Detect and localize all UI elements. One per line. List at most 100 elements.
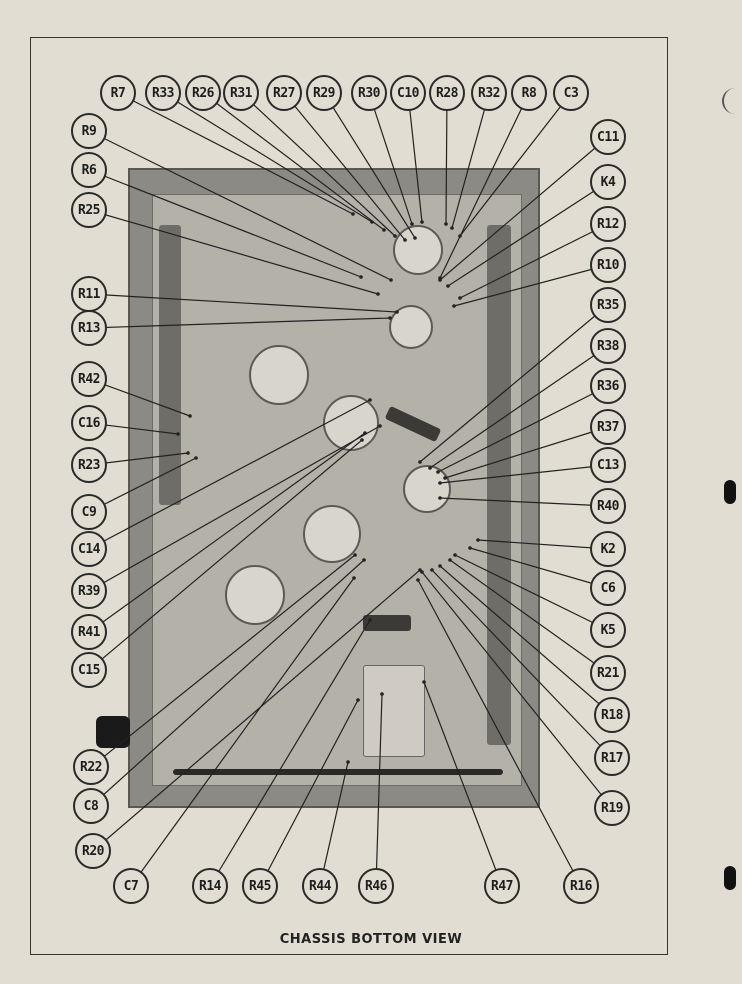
terminal-strip-left — [159, 225, 181, 505]
capacitor-bank — [363, 615, 411, 631]
callout-r35: R35 — [590, 287, 626, 323]
callout-r33: R33 — [145, 75, 181, 111]
leader-line-r40 — [439, 497, 609, 507]
callout-r46: R46 — [358, 868, 394, 904]
binder-hole-bottom — [724, 866, 736, 890]
leader-tip-r31 — [393, 234, 397, 238]
leader-tip-r35 — [418, 460, 422, 464]
chassis-interior — [152, 194, 522, 786]
leader-tip-r6 — [359, 275, 363, 279]
leader-line-r8 — [439, 92, 530, 279]
tube-socket-6 — [389, 305, 433, 349]
callout-r14: R14 — [192, 868, 228, 904]
leader-tip-r16 — [416, 578, 420, 582]
leader-tip-r30 — [410, 222, 414, 226]
leader-tip-r9 — [389, 278, 393, 282]
leader-tip-c3 — [458, 234, 462, 238]
leader-tip-r46 — [380, 692, 384, 696]
callout-r45: R45 — [242, 868, 278, 904]
callout-r27: R27 — [266, 75, 302, 111]
leader-line-r35 — [419, 304, 609, 463]
callout-r44: R44 — [302, 868, 338, 904]
leader-tip-k2 — [476, 538, 480, 542]
callout-r32: R32 — [471, 75, 507, 111]
callout-r28: R28 — [429, 75, 465, 111]
tube-socket-5 — [393, 225, 443, 275]
leader-line-r36 — [437, 385, 609, 473]
leader-line-c8 — [90, 559, 365, 807]
leader-line-r29 — [323, 92, 416, 239]
leader-tip-r45 — [356, 698, 360, 702]
leader-line-r41 — [88, 432, 366, 633]
tube-socket-1 — [249, 345, 309, 405]
leader-line-c11 — [439, 136, 609, 281]
callout-c11: C11 — [590, 119, 626, 155]
callout-r41: R41 — [71, 614, 107, 650]
leader-line-r10 — [453, 264, 609, 307]
leader-line-r44 — [319, 761, 349, 887]
callout-r22: R22 — [73, 749, 109, 785]
leader-tip-c9 — [194, 456, 198, 460]
leader-tip-r39 — [378, 424, 382, 428]
leader-line-r9 — [88, 130, 392, 281]
callout-r18: R18 — [594, 697, 630, 733]
leader-line-r17 — [431, 569, 613, 759]
leader-line-c6 — [469, 547, 609, 589]
leader-line-c13 — [439, 464, 609, 484]
caption: CHASSIS BOTTOM VIEW — [279, 932, 463, 947]
leader-line-r14 — [209, 619, 371, 887]
leader-tip-c6 — [468, 546, 472, 550]
leader-tip-r36 — [436, 470, 440, 474]
callout-c7: C7 — [113, 868, 149, 904]
leader-tip-r38 — [428, 466, 432, 470]
callout-r10: R10 — [590, 247, 626, 283]
callout-r21: R21 — [590, 655, 626, 691]
leader-line-r45 — [259, 699, 359, 887]
leader-line-r12 — [459, 223, 609, 299]
callout-r17: R17 — [594, 740, 630, 776]
callout-c13: C13 — [590, 447, 626, 483]
leader-line-c15 — [88, 439, 363, 671]
control-knob — [96, 716, 130, 748]
callout-r20: R20 — [75, 833, 111, 869]
callout-r47: R47 — [484, 868, 520, 904]
leader-tip-r26 — [382, 228, 386, 232]
leader-tip-r22 — [353, 553, 357, 557]
callout-r37: R37 — [590, 409, 626, 445]
leader-line-r25 — [88, 209, 379, 295]
leader-tip-r29 — [413, 236, 417, 240]
leader-line-r20 — [92, 569, 421, 852]
leader-line-r21 — [449, 559, 609, 674]
leader-tip-r11 — [395, 310, 399, 314]
callout-k5: K5 — [590, 612, 626, 648]
leader-line-k2 — [477, 539, 609, 550]
leader-line-r6 — [88, 169, 362, 278]
leader-line-r19 — [421, 571, 613, 809]
leader-line-r47 — [423, 681, 503, 887]
leader-line-c3 — [459, 92, 572, 237]
leader-tip-r21 — [448, 558, 452, 562]
leader-tip-c16 — [176, 432, 180, 436]
leader-line-r38 — [429, 345, 609, 469]
leader-tip-r17 — [430, 568, 434, 572]
callout-r16: R16 — [563, 868, 599, 904]
callout-r23: R23 — [71, 447, 107, 483]
leader-line-r22 — [90, 554, 356, 768]
callout-r12: R12 — [590, 206, 626, 242]
callout-r38: R38 — [590, 328, 626, 364]
callout-r9: R9 — [71, 113, 107, 149]
leader-line-r26 — [202, 92, 385, 231]
tube-socket-4 — [225, 565, 285, 625]
leader-tip-r7 — [351, 212, 355, 216]
leader-line-c7 — [130, 577, 355, 887]
callout-c9: C9 — [71, 494, 107, 530]
leader-tip-r18 — [438, 564, 442, 568]
page-border — [30, 37, 668, 955]
callout-c15: C15 — [71, 652, 107, 688]
leader-line-r30 — [368, 92, 413, 225]
leader-line-c14 — [88, 399, 371, 550]
callout-r36: R36 — [590, 368, 626, 404]
leader-line-r39 — [88, 425, 381, 592]
callout-k2: K2 — [590, 531, 626, 567]
leader-line-r13 — [88, 317, 391, 329]
